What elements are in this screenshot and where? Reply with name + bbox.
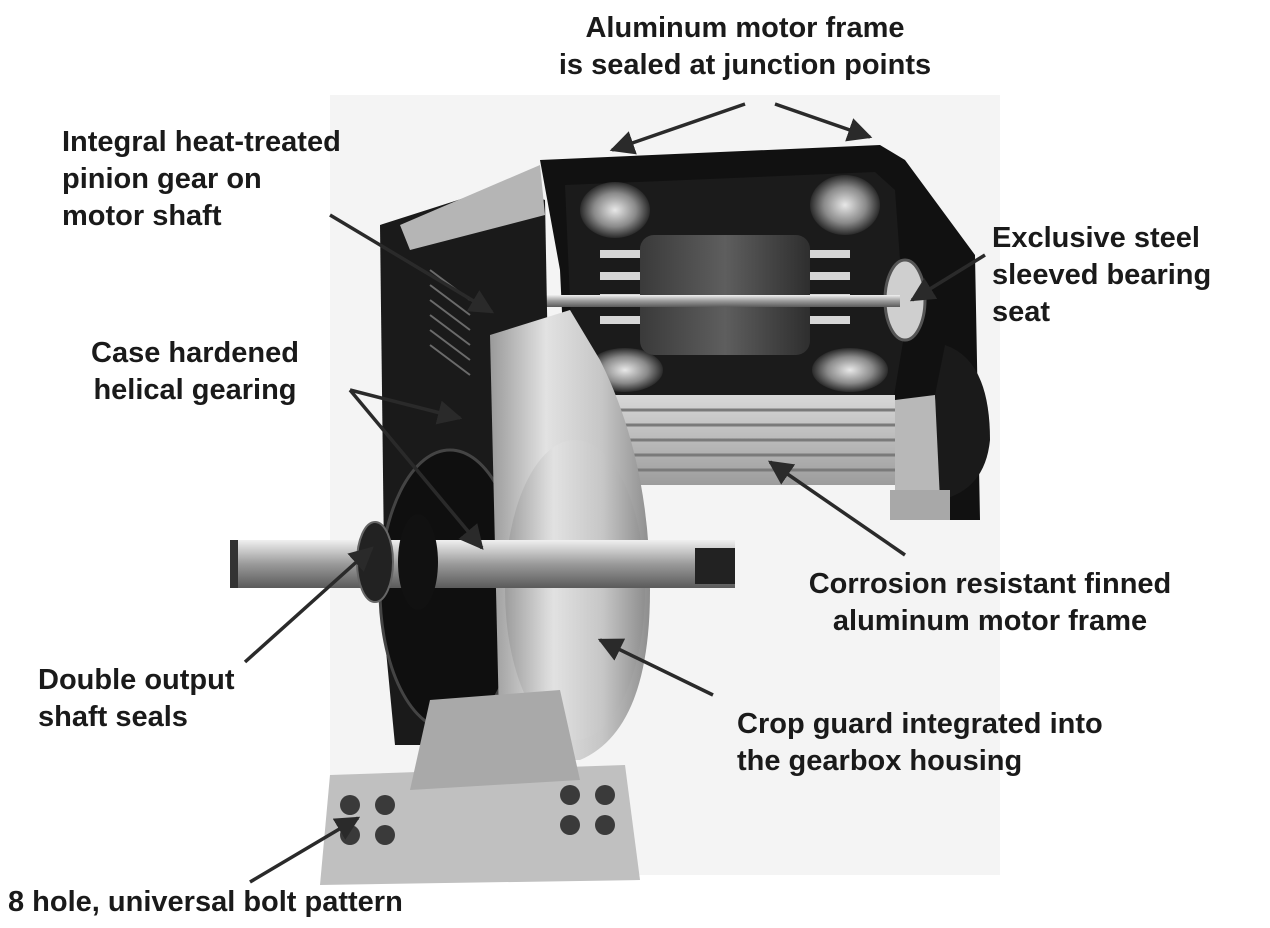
label-line: Exclusive steel <box>992 222 1200 254</box>
label-crop-guard: Crop guard integrated into the gearbox h… <box>737 706 1103 780</box>
bolt-hole-8 <box>595 815 615 835</box>
motor-shaft <box>500 295 900 307</box>
label-line: Integral heat-treated <box>62 126 341 158</box>
leader-frame-left <box>609 102 746 155</box>
label-line: pinion gear on <box>62 163 262 195</box>
label-bolt-pattern: 8 hole, universal bolt pattern <box>8 884 403 921</box>
label-line: aluminum motor frame <box>832 605 1148 637</box>
label-pinion-gear: Integral heat-treated pinion gear on mot… <box>62 124 341 235</box>
label-line: Double output <box>38 664 235 696</box>
bolt-hole-1 <box>340 795 360 815</box>
label-aluminum-frame-sealed: Aluminum motor frame is sealed at juncti… <box>515 10 975 84</box>
label-line: 8 hole, universal bolt pattern <box>8 886 403 918</box>
label-line: helical gearing <box>93 374 297 406</box>
leader-helical-2 <box>348 388 484 550</box>
label-line: the gearbox housing <box>737 745 1023 777</box>
label-line: Corrosion resistant finned <box>808 568 1172 600</box>
bolt-hole-7 <box>560 815 580 835</box>
leader-seals <box>243 546 374 664</box>
bolt-hole-6 <box>595 785 615 805</box>
winding-top-left <box>580 182 650 238</box>
leader-lines <box>243 102 986 884</box>
shaft-seal <box>356 521 394 603</box>
label-line: motor shaft <box>62 200 222 232</box>
label-line: Aluminum motor frame <box>585 12 905 44</box>
mounting-base <box>320 690 640 885</box>
label-line: seat <box>992 296 1051 328</box>
leader-bearing <box>909 253 986 302</box>
winding-top-right <box>810 175 880 235</box>
label-line: Crop guard integrated into <box>737 708 1103 740</box>
bolt-hole-4 <box>375 825 395 845</box>
bolt-hole-2 <box>375 795 395 815</box>
leader-crop-guard <box>597 638 714 697</box>
label-line: is sealed at junction points <box>558 49 932 81</box>
label-helical-gearing: Case hardened helical gearing <box>60 335 330 409</box>
label-finned-frame: Corrosion resistant finned aluminum moto… <box>770 566 1210 640</box>
label-shaft-seals: Double output shaft seals <box>38 662 235 736</box>
leader-frame-right <box>774 102 873 142</box>
label-line: Case hardened <box>91 337 299 369</box>
label-bearing-seat: Exclusive steel sleeved bearing seat <box>992 220 1211 331</box>
bolt-hole-5 <box>560 785 580 805</box>
winding-bottom-right <box>812 348 888 392</box>
label-line: sleeved bearing <box>992 259 1212 291</box>
leader-helical-1 <box>349 388 463 425</box>
leader-pinion <box>329 213 495 314</box>
leader-bolt-pattern <box>249 816 361 884</box>
leader-fins <box>767 460 906 557</box>
label-line: shaft seals <box>38 701 188 733</box>
